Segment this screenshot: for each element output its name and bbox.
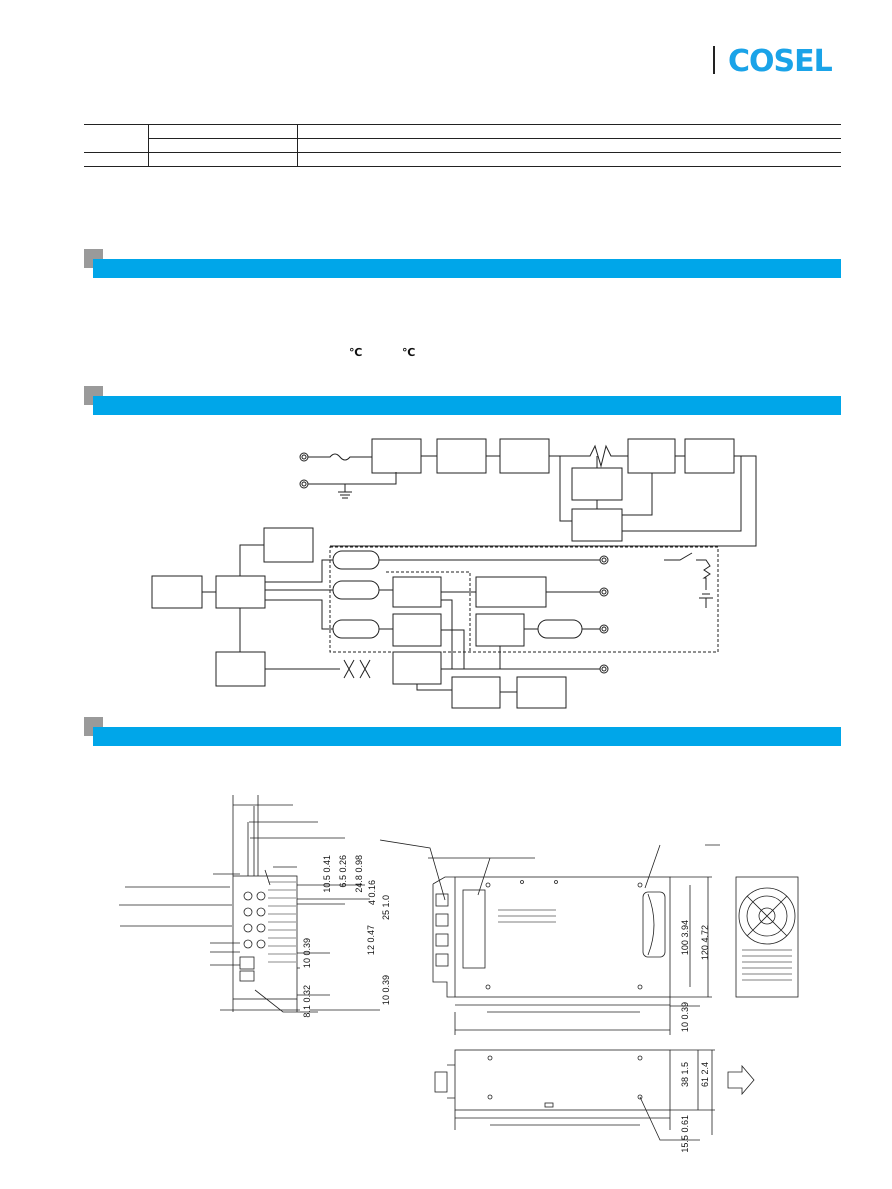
dim-label-6-5: 6.5 0.26	[338, 855, 348, 888]
table-top-rule	[84, 124, 841, 125]
table-col-divider-2	[297, 124, 298, 166]
dim-label-61: 61 2.4	[700, 1062, 710, 1088]
temp-unit-2: ℃	[402, 346, 416, 359]
table-mid-rule	[148, 138, 841, 139]
table-row-rule	[84, 152, 841, 153]
dim-label-10-b: 10 0.39	[381, 975, 391, 1006]
dim-label-8-1: 8.1 0.32	[302, 985, 312, 1018]
dim-label-120: 120 4.72	[700, 925, 710, 961]
dim-label-10-a: 10 0.39	[302, 938, 312, 969]
dim-label-10-front: 10 0.39	[680, 1002, 690, 1033]
dim-label-10-5: 10.5 0.41	[322, 855, 332, 893]
dim-label-25: 25 1.0	[381, 895, 391, 921]
section-header-2	[84, 386, 841, 415]
section-header-3	[84, 717, 841, 746]
section-header-1	[84, 249, 841, 278]
dim-label-12: 12 0.47	[366, 925, 376, 956]
dim-label-24-8: 24.8 0.98	[354, 855, 364, 893]
dim-label-100: 100 3.94	[680, 920, 690, 956]
temp-unit-1: ℃	[349, 346, 363, 359]
dim-label-15-5: 15.5 0.61	[680, 1115, 690, 1153]
dim-label-38: 38 1.5	[680, 1062, 690, 1088]
table-bottom-rule	[84, 166, 841, 167]
table-col-divider-1	[148, 124, 149, 166]
dim-label-4: 4 0.16	[367, 880, 377, 906]
logo-divider	[713, 46, 715, 74]
cosel-logo: COSEL	[728, 44, 833, 79]
